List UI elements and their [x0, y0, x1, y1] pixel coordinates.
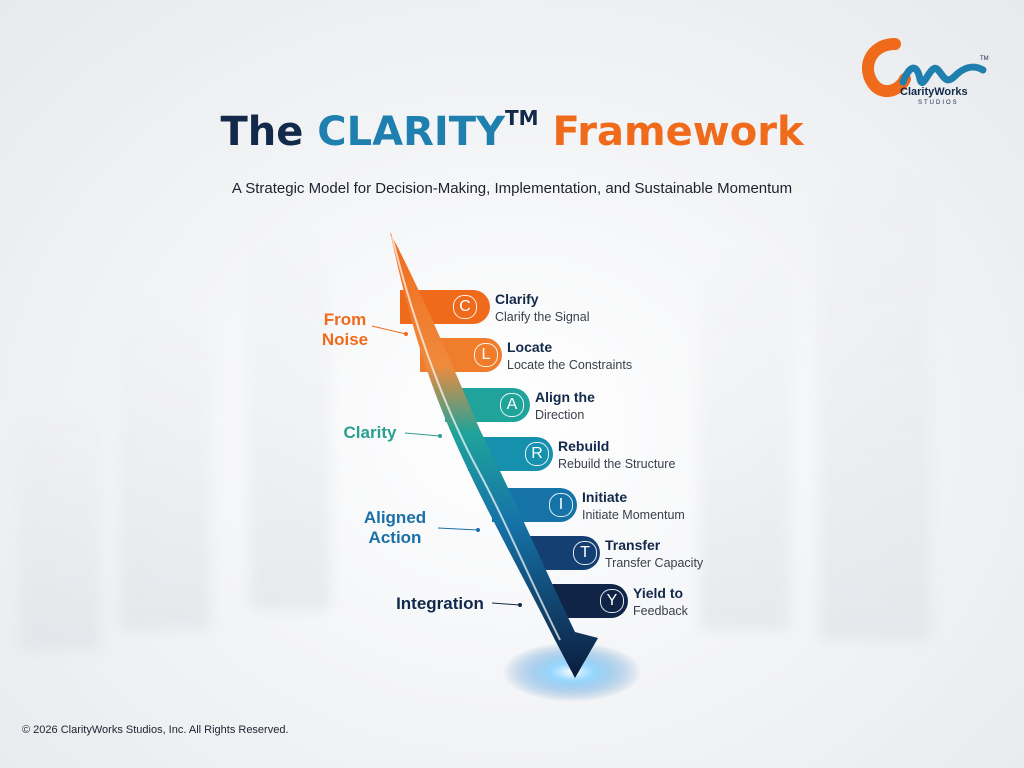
phase-leader-dot-2 — [438, 434, 442, 438]
background-chess-piece — [20, 400, 100, 650]
step-title-t: Transfer — [605, 537, 661, 553]
phase-label-3: Aligned Action — [363, 508, 427, 547]
background-chess-piece — [120, 300, 210, 630]
title-the: The — [220, 109, 304, 155]
step-letter-c: C — [453, 295, 477, 319]
step-desc-l: Locate the Constraints — [507, 358, 633, 372]
step-title-c: Clarify — [495, 291, 539, 307]
step-title-y: Yield to — [633, 585, 684, 601]
step-desc-i: Initiate Momentum — [582, 508, 685, 522]
background-chess-piece — [820, 170, 930, 640]
phase-leader-line-2 — [404, 432, 441, 437]
stem-arrow — [390, 232, 598, 678]
step-letter-a: A — [500, 393, 524, 417]
step-title-l: Locate — [507, 339, 553, 355]
step-title-r: Rebuild — [558, 438, 610, 454]
background-chess-piece — [700, 250, 790, 630]
stem-highlight — [391, 235, 561, 641]
phase-label-4: Integration — [396, 594, 484, 613]
title-framework: Framework — [552, 109, 804, 155]
phase-leader-line-3 — [437, 527, 479, 531]
title-trademark: TM — [505, 106, 539, 130]
phase-leader-line-1 — [371, 325, 407, 335]
step-desc-t: Transfer Capacity — [605, 556, 704, 570]
step-desc-r: Rebuild the Structure — [558, 457, 676, 471]
logo-trademark: TM — [980, 56, 989, 62]
phase-leader-dot-1 — [404, 332, 408, 336]
phase-label-1: From Noise — [321, 310, 369, 349]
step-letter-t: T — [573, 541, 597, 565]
phase-leader-dot-3 — [476, 528, 480, 532]
step-letter-r: R — [525, 442, 549, 466]
step-title-a: Align the — [535, 389, 595, 405]
copyright-footer: © 2026 ClarityWorks Studios, Inc. All Ri… — [22, 724, 289, 736]
phase-leader-line-4 — [491, 602, 521, 606]
step-desc-c: Clarify the Signal — [495, 310, 590, 324]
step-desc-a: Direction — [535, 408, 585, 422]
step-letter-l: L — [474, 343, 498, 367]
page-subtitle: A Strategic Model for Decision-Making, I… — [231, 180, 793, 197]
step-title-i: Initiate — [582, 489, 628, 505]
phase-label-2: Clarity — [343, 423, 397, 442]
clarityworks-swoosh-icon — [861, 38, 987, 98]
step-letter-i: I — [549, 493, 573, 517]
title-clarity: CLARITY — [317, 109, 505, 155]
phase-leader-dot-4 — [518, 603, 522, 607]
step-desc-y: Feedback — [633, 604, 688, 618]
page-title: The CLARITYTM Framework — [0, 106, 1024, 155]
step-letter-y: Y — [600, 589, 624, 613]
logo-subtitle: STUDIOS — [918, 100, 959, 106]
logo-name: ClarityWorks — [900, 86, 968, 98]
background-chess-piece — [250, 230, 330, 610]
